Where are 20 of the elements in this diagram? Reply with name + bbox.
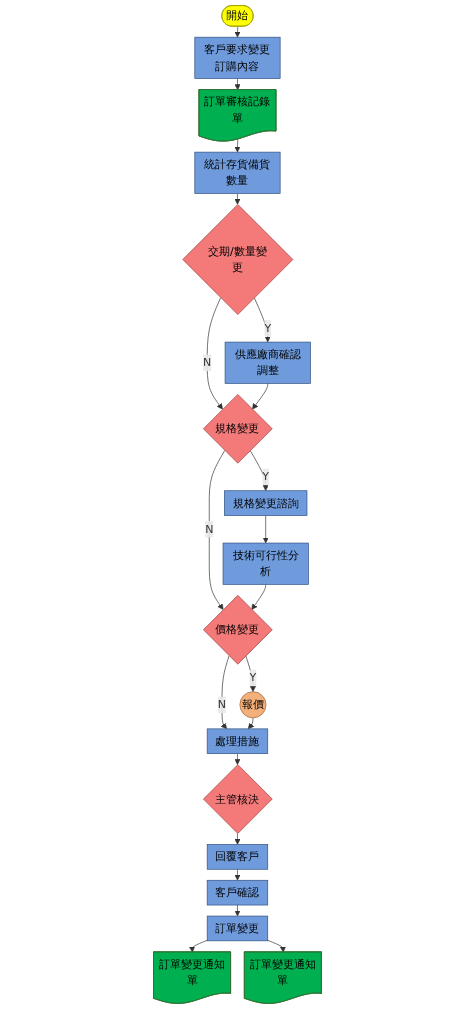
node-box: 回覆客戶 (206, 844, 268, 870)
edge-label: Y (249, 671, 256, 685)
edge-label: Y (261, 470, 269, 484)
edge-label: Y (263, 321, 271, 335)
node-diamond: 交期/數量變更 (181, 204, 293, 315)
node-circle: 報價 (239, 691, 266, 719)
edge-label: N (217, 697, 226, 711)
node-box: 規格變更諮詢 (223, 490, 307, 516)
node-diamond: 價格變更 (202, 595, 273, 665)
node-box: 技術可行性分析 (222, 542, 309, 585)
node-box: 客戶確認 (206, 879, 268, 906)
node-box: 訂單變更 (206, 915, 268, 942)
node-box: 統計存貨備貨數量 (194, 151, 280, 194)
node-box: 供應廠商確認調整 (224, 341, 311, 384)
node-diamond: 規格變更 (202, 394, 273, 464)
node-diamond: 主管核決 (202, 764, 273, 834)
edge-label: N (202, 355, 211, 369)
edge-label: N (204, 522, 213, 536)
node-box: 處理措施 (206, 728, 268, 754)
node-box: 客戶要求變更訂購內容 (194, 36, 280, 79)
